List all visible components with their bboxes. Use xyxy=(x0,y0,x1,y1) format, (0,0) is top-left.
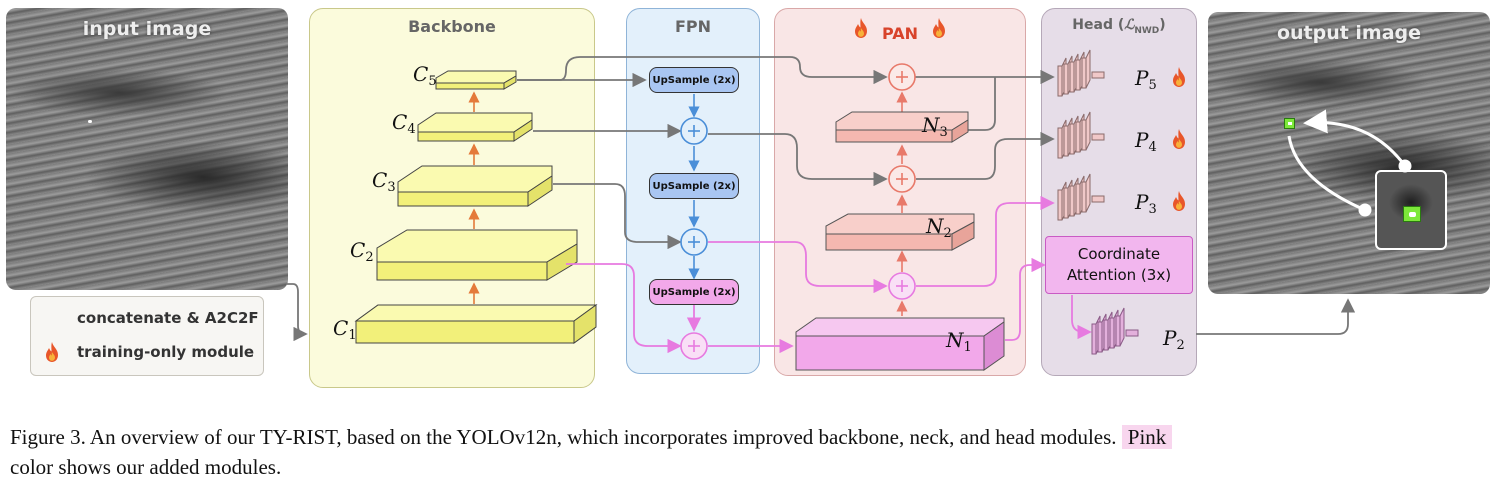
layer-stack-icon xyxy=(1057,49,1105,97)
coordinate-attention-line1: Coordinate xyxy=(1077,245,1161,263)
zoom-inset xyxy=(1375,170,1447,250)
legend: concatenate & A2C2F training-only module xyxy=(30,296,264,376)
head-loss-sub: NWD xyxy=(1134,25,1160,36)
architecture-diagram xyxy=(40,49,1412,371)
output-image-title: output image xyxy=(1276,22,1422,44)
detection-box-small xyxy=(1284,118,1295,129)
label-c5: C5 xyxy=(413,62,437,89)
label-n3: N3 xyxy=(922,113,948,140)
detection-box-large xyxy=(1403,206,1421,222)
fpn-title: FPN xyxy=(674,17,712,36)
fire-icon xyxy=(1170,128,1192,154)
fire-icon xyxy=(1170,190,1192,216)
head-loss-symbol: ℒ xyxy=(1124,17,1135,33)
caption-line2: color shows our added modules. xyxy=(10,455,282,479)
upsample-box-3: UpSample (2x) xyxy=(649,279,739,305)
head-title-close: ) xyxy=(1159,17,1166,33)
pan-title-text: PAN xyxy=(881,24,919,43)
legend-training-label: training-only module xyxy=(77,343,255,361)
fire-icon xyxy=(852,17,870,43)
input-image: input image xyxy=(6,8,288,290)
gray-connections xyxy=(286,56,1356,342)
output-annotation-arrows xyxy=(1287,109,1412,217)
plus-circle-icon xyxy=(888,165,916,193)
block-c5 xyxy=(435,70,517,90)
plus-circle-icon xyxy=(680,117,708,145)
layer-stack-icon xyxy=(1057,173,1105,221)
label-c2: C2 xyxy=(350,238,374,265)
layer-stack-icon xyxy=(1091,307,1139,355)
figure-caption: Figure 3. An overview of our TY-RIST, ba… xyxy=(10,422,1490,482)
label-p4: P4 xyxy=(1135,128,1157,155)
block-n3 xyxy=(835,111,969,143)
plus-circle-icon xyxy=(680,228,708,256)
fire-icon xyxy=(1170,66,1192,92)
head-layer-icons xyxy=(1057,49,1139,355)
label-c4: C4 xyxy=(392,110,416,137)
block-c3 xyxy=(397,165,553,207)
caption-main: Figure 3. An overview of our TY-RIST, ba… xyxy=(10,425,1117,449)
plus-circle-icon xyxy=(888,272,916,300)
label-n1: N1 xyxy=(946,328,972,355)
label-p2: P2 xyxy=(1163,326,1185,353)
label-p5: P5 xyxy=(1135,66,1157,93)
input-image-title: input image xyxy=(82,18,212,40)
layer-stack-icon xyxy=(1057,111,1105,159)
label-p3: P3 xyxy=(1135,190,1157,217)
legend-concat-label: concatenate & A2C2F xyxy=(77,309,259,327)
plus-circle-icon xyxy=(888,63,916,91)
caption-highlight: Pink xyxy=(1121,425,1173,449)
head-title: Head (ℒNWD) xyxy=(1042,17,1196,36)
target-dot xyxy=(88,120,92,123)
pan-title: PAN xyxy=(775,17,1025,43)
block-c1 xyxy=(354,304,598,344)
plus-circle-icon xyxy=(680,332,708,360)
block-c4 xyxy=(417,112,533,142)
fire-icon xyxy=(930,17,948,43)
block-c2 xyxy=(376,229,578,281)
head-title-text: Head ( xyxy=(1072,17,1125,33)
block-n1 xyxy=(795,317,1005,371)
output-image: output image xyxy=(1208,12,1490,294)
upsample-box-2: UpSample (2x) xyxy=(649,173,739,199)
pink-connections xyxy=(566,195,1092,354)
label-c3: C3 xyxy=(372,168,396,195)
fire-icon xyxy=(43,341,65,367)
coordinate-attention-line2: Attention (3x) xyxy=(1066,266,1172,284)
backbone-title: Backbone xyxy=(408,17,496,36)
label-n2: N2 xyxy=(926,214,952,241)
label-c1: C1 xyxy=(333,316,357,343)
upsample-box-1: UpSample (2x) xyxy=(649,67,739,93)
coordinate-attention-box: Coordinate Attention (3x) xyxy=(1045,236,1193,294)
block-n2 xyxy=(825,213,975,251)
